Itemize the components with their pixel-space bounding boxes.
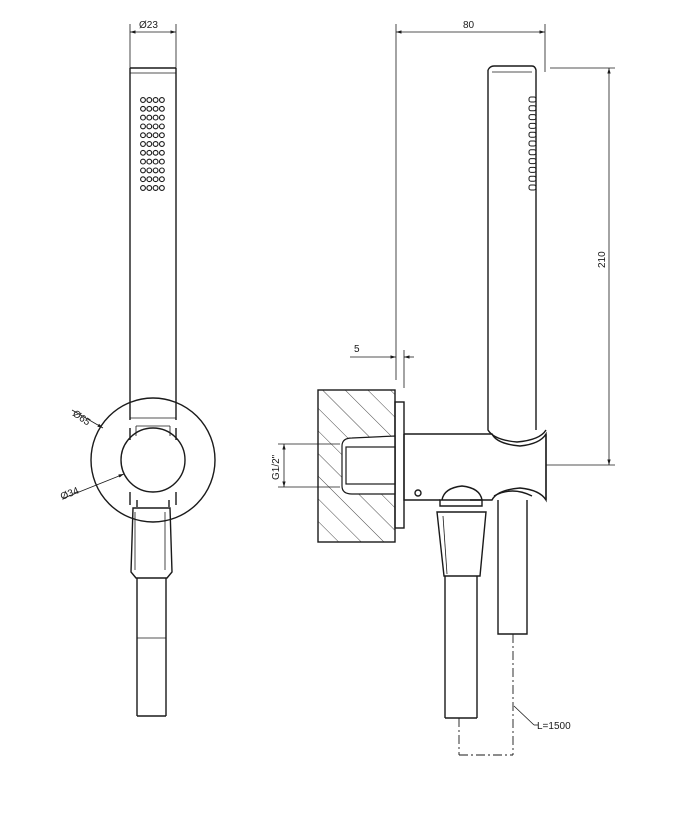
dim-hose-length: L=1500: [513, 705, 571, 732]
nozzle-side: [528, 114, 537, 121]
wall-section: [317, 389, 396, 543]
nozzle: [158, 123, 165, 130]
side-view: 80 210 5 G1/2": [271, 20, 615, 756]
nozzle: [140, 97, 146, 103]
nozzle: [146, 149, 153, 156]
dim-label-diameter-34: Ø34: [59, 485, 81, 502]
nozzle-side: [528, 140, 537, 147]
nozzle-side: [528, 149, 537, 156]
nozzle: [158, 158, 165, 165]
nozzle: [158, 114, 165, 121]
nozzle: [146, 158, 153, 165]
holder-circle: [120, 427, 186, 493]
nozzle: [146, 105, 153, 112]
nozzle: [152, 114, 159, 121]
nozzle: [140, 149, 146, 156]
nozzle: [146, 114, 153, 121]
dim-label-80: 80: [463, 20, 475, 31]
nozzle: [146, 132, 153, 139]
nozzle: [158, 176, 165, 183]
hose-continuation: [458, 634, 514, 756]
dim-label-diameter-65: Ø65: [70, 408, 92, 428]
dim-height-210: 210: [546, 67, 615, 466]
wall-plate-circle: [90, 397, 216, 523]
nozzle-side: [528, 175, 537, 182]
dim-thread-g12: G1/2": [271, 443, 340, 488]
dim-label-5: 5: [354, 344, 360, 355]
holder-side: [403, 431, 547, 503]
nozzle: [146, 123, 153, 130]
dim-width-80: 80: [395, 20, 546, 380]
nozzle-side: [528, 158, 537, 165]
nozzle: [158, 167, 165, 174]
hoses-side: [444, 490, 533, 719]
nozzle: [146, 141, 153, 147]
nozzle-side: [528, 122, 537, 129]
holder-upper-cap: [135, 425, 171, 436]
nozzle: [158, 149, 165, 156]
nozzle: [158, 105, 165, 112]
nozzle-column-side: [528, 96, 537, 191]
nozzle: [140, 176, 146, 183]
nozzle: [140, 185, 146, 191]
nozzle-side: [528, 184, 537, 191]
dim-diameter-65: Ø65: [70, 408, 104, 429]
nozzle: [140, 141, 146, 147]
nozzle: [152, 123, 159, 130]
dim-label-hose-length: L=1500: [537, 721, 571, 732]
nozzle: [140, 105, 146, 112]
nozzle-side: [528, 166, 537, 173]
nozzle: [140, 123, 146, 130]
nozzle: [158, 97, 165, 103]
dim-diameter-23: Ø23: [129, 20, 177, 68]
nozzle: [146, 97, 153, 103]
nozzle: [152, 158, 159, 165]
nozzle: [152, 176, 159, 183]
nozzle: [158, 132, 165, 139]
nozzle: [146, 185, 153, 191]
dim-label-210: 210: [597, 251, 608, 268]
nozzle: [140, 114, 146, 121]
nozzle: [158, 141, 165, 147]
hose-connector-front: [129, 492, 177, 579]
hose-nut-side: [436, 485, 487, 577]
nozzle-grid: [140, 97, 165, 191]
wall-plate-side: [394, 401, 405, 529]
nozzle: [152, 167, 159, 174]
nozzle: [140, 167, 146, 174]
front-view: Ø23: [59, 20, 216, 717]
nozzle: [152, 149, 159, 156]
dim-label-diameter-23: Ø23: [139, 20, 158, 31]
nozzle: [152, 105, 159, 112]
nozzle-side: [528, 105, 537, 112]
nozzle: [152, 132, 159, 139]
nozzle: [146, 167, 153, 174]
nozzle: [140, 158, 146, 165]
dim-plate-5: 5: [350, 344, 414, 388]
nozzle: [152, 97, 159, 103]
holder-upper-sides: [129, 428, 177, 440]
nozzle: [140, 132, 146, 139]
nozzle: [146, 176, 153, 183]
nozzle: [158, 185, 165, 191]
dim-label-thread: G1/2": [271, 454, 282, 480]
nozzle-side: [528, 96, 537, 103]
nozzle: [152, 141, 159, 147]
hand-shower-side: [487, 65, 547, 443]
nozzle-side: [528, 131, 537, 138]
hand-shower-front: [129, 67, 177, 420]
dim-diameter-34: Ø34: [59, 473, 125, 503]
nozzle: [152, 185, 159, 191]
hose-front: [136, 578, 167, 717]
